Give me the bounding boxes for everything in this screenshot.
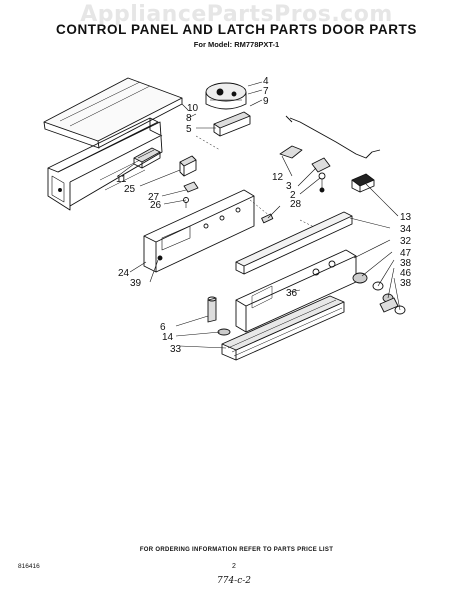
door-handle-knob <box>351 173 375 193</box>
latch-rod <box>285 115 381 159</box>
front-control-panel <box>143 189 255 273</box>
handwritten-note: 774-c-2 <box>217 576 252 586</box>
page-title: CONTROL PANEL AND LATCH PARTS DOOR PARTS <box>56 22 417 37</box>
callout-2: 2 <box>290 190 296 201</box>
callout-36: 36 <box>286 288 298 299</box>
control-switches <box>179 155 199 208</box>
callout-14: 14 <box>162 332 174 343</box>
terminal-block <box>133 147 161 169</box>
callout-7: 7 <box>263 86 269 97</box>
watermark: AppliancePartsPros.com <box>80 2 393 27</box>
control-housing <box>47 117 163 211</box>
callout-46: 46 <box>400 268 412 279</box>
callout-9: 9 <box>263 96 269 107</box>
callout-27: 27 <box>148 192 160 203</box>
callout-leaders <box>117 81 401 349</box>
model-subtitle: For Model: RM778PXT-1 <box>193 40 280 49</box>
callout-4: 4 <box>263 76 269 87</box>
latch-mechanism <box>279 145 331 193</box>
callout-labels: 4 7 9 10 8 5 11 25 27 26 12 3 2 28 13 34… <box>116 76 412 355</box>
callout-10: 10 <box>187 103 199 114</box>
callout-6: 6 <box>160 322 166 333</box>
callout-32: 32 <box>400 236 412 247</box>
ordering-info-note: FOR ORDERING INFORMATION REFER TO PARTS … <box>139 547 334 553</box>
callout-33: 33 <box>170 344 182 355</box>
callout-11: 11 <box>116 174 127 185</box>
callout-38-lower: 38 <box>400 278 412 289</box>
callout-13: 13 <box>400 212 412 223</box>
callout-24: 24 <box>118 268 130 279</box>
callout-8: 8 <box>186 113 192 124</box>
callout-34: 34 <box>400 224 412 235</box>
callout-39: 39 <box>130 278 142 289</box>
callout-12: 12 <box>272 172 284 183</box>
callout-26: 26 <box>150 200 162 211</box>
page-number: 2 <box>232 563 236 570</box>
door-trim-strip <box>221 295 345 361</box>
timer-motor <box>205 82 247 110</box>
callout-3: 3 <box>286 181 292 192</box>
callout-25: 25 <box>124 184 136 195</box>
document-number: 816416 <box>18 563 40 570</box>
callout-5: 5 <box>186 124 192 135</box>
post-and-washer <box>207 296 231 336</box>
callout-47: 47 <box>400 248 412 259</box>
callout-28: 28 <box>290 199 302 210</box>
leader-lines <box>195 135 321 231</box>
callout-38-upper: 38 <box>400 258 412 269</box>
timer-bracket <box>213 111 251 137</box>
